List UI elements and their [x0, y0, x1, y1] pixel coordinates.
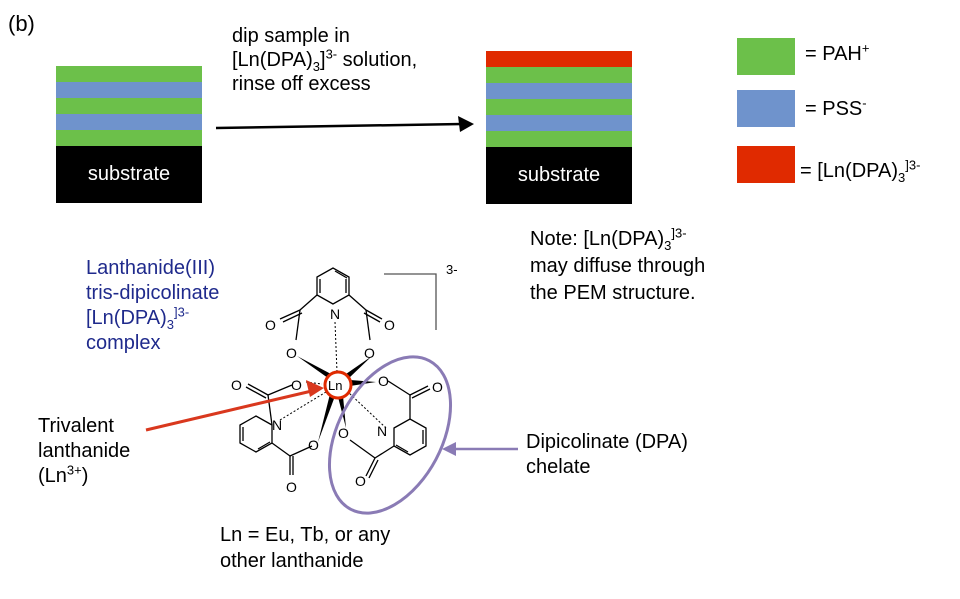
- note-line-3: the PEM structure.: [530, 282, 696, 304]
- atom-o: O: [291, 377, 302, 393]
- step-line-3: rinse off excess: [232, 73, 371, 95]
- trivalent-arrow: [145, 388, 317, 432]
- ln-examples: Ln = Eu, Tb, or any other lanthanide: [220, 522, 390, 574]
- substrate-block: substrate: [486, 147, 632, 204]
- legend-swatch-pss: [737, 90, 795, 127]
- legend-label-ln-dpa: = [Ln(DPA)3]3-: [800, 157, 921, 185]
- step-line-1: dip sample in: [232, 25, 350, 47]
- substrate-block: substrate: [56, 146, 202, 203]
- complex-label: Lanthanide(III) tris-dipicolinate [Ln(DP…: [86, 256, 219, 356]
- charge-label: 3-: [446, 262, 458, 277]
- dpa-line-1: Dipicolinate (DPA): [526, 431, 688, 453]
- atom-o: O: [355, 473, 366, 489]
- atom-o: O: [432, 379, 443, 395]
- step-description: dip sample in [Ln(DPA)3]3- solution, rin…: [232, 24, 417, 96]
- layer-pss: [56, 82, 202, 98]
- atom-o: O: [265, 317, 276, 333]
- layer-pah: [486, 131, 632, 147]
- dpa-arrow-head: [442, 442, 456, 456]
- legend-label-pah: = PAH+: [805, 40, 870, 65]
- atom-n-right: N: [377, 423, 387, 439]
- atom-o: O: [231, 377, 242, 393]
- process-arrow: [215, 116, 474, 132]
- atom-o: O: [338, 425, 349, 441]
- trivalent-line-3: (Ln3+): [38, 462, 89, 487]
- layer-pah: [56, 130, 202, 146]
- coordination-bonds: [279, 321, 387, 429]
- trivalent-line-1: Trivalent: [38, 415, 114, 437]
- layer-pah: [56, 98, 202, 114]
- step-line-2: [Ln(DPA)3]3- solution,: [232, 46, 418, 74]
- pyridine-ring-left: [239, 415, 273, 453]
- note-line-1: Note: [Ln(DPA)3]3-: [530, 225, 687, 253]
- legend-label-pss: = PSS-: [805, 95, 867, 120]
- atom-o: O: [286, 345, 297, 361]
- layer-pss: [56, 114, 202, 130]
- trivalent-line-2: lanthanide: [38, 440, 131, 462]
- ln-center-label: Ln: [328, 378, 342, 393]
- complex-label-line-1: Lanthanide(III): [86, 257, 215, 279]
- pyridine-ring-right: [393, 418, 427, 456]
- panel-label: (b): [8, 11, 35, 36]
- complex-label-line-3: [Ln(DPA)3]3-: [86, 304, 190, 332]
- layer-pah: [486, 67, 632, 83]
- dpa-label: Dipicolinate (DPA) chelate: [526, 430, 688, 480]
- dpa-chelate-ellipse: [327, 355, 453, 515]
- layer-pss: [486, 115, 632, 131]
- pem-stack-after: substrate: [486, 51, 632, 204]
- pyridine-ring-top: [316, 267, 350, 305]
- dpa-line-2: chelate: [526, 456, 591, 478]
- trivalent-arrow-head: [306, 380, 324, 397]
- ln-center-circle: [323, 370, 353, 400]
- ln-examples-line-2: other lanthanide: [220, 550, 364, 572]
- atom-o: O: [364, 345, 375, 361]
- atom-o: O: [384, 317, 395, 333]
- atom-o: O: [378, 373, 389, 389]
- trivalent-label: Trivalent lanthanide (Ln3+): [38, 414, 130, 489]
- charge-bracket: [384, 273, 437, 330]
- complex-label-line-2: tris-dipicolinate: [86, 282, 220, 304]
- layer-pss: [486, 83, 632, 99]
- pem-stack-before: substrate: [56, 66, 202, 203]
- atom-o: O: [286, 479, 297, 495]
- atom-n-top: N: [330, 306, 340, 322]
- layer-ln-dpa: [486, 51, 632, 67]
- legend-swatch-pah: [737, 38, 795, 75]
- layer-pah: [486, 99, 632, 115]
- note-text: Note: [Ln(DPA)3]3- may diffuse through t…: [530, 226, 705, 307]
- atom-o: O: [308, 437, 319, 453]
- atom-n-left: N: [272, 417, 282, 433]
- ln-examples-line-1: Ln = Eu, Tb, or any: [220, 524, 391, 546]
- complex-label-line-4: complex: [86, 332, 161, 354]
- note-line-2: may diffuse through: [530, 255, 706, 277]
- legend-swatch-ln-dpa: [737, 146, 795, 183]
- layer-pah: [56, 66, 202, 82]
